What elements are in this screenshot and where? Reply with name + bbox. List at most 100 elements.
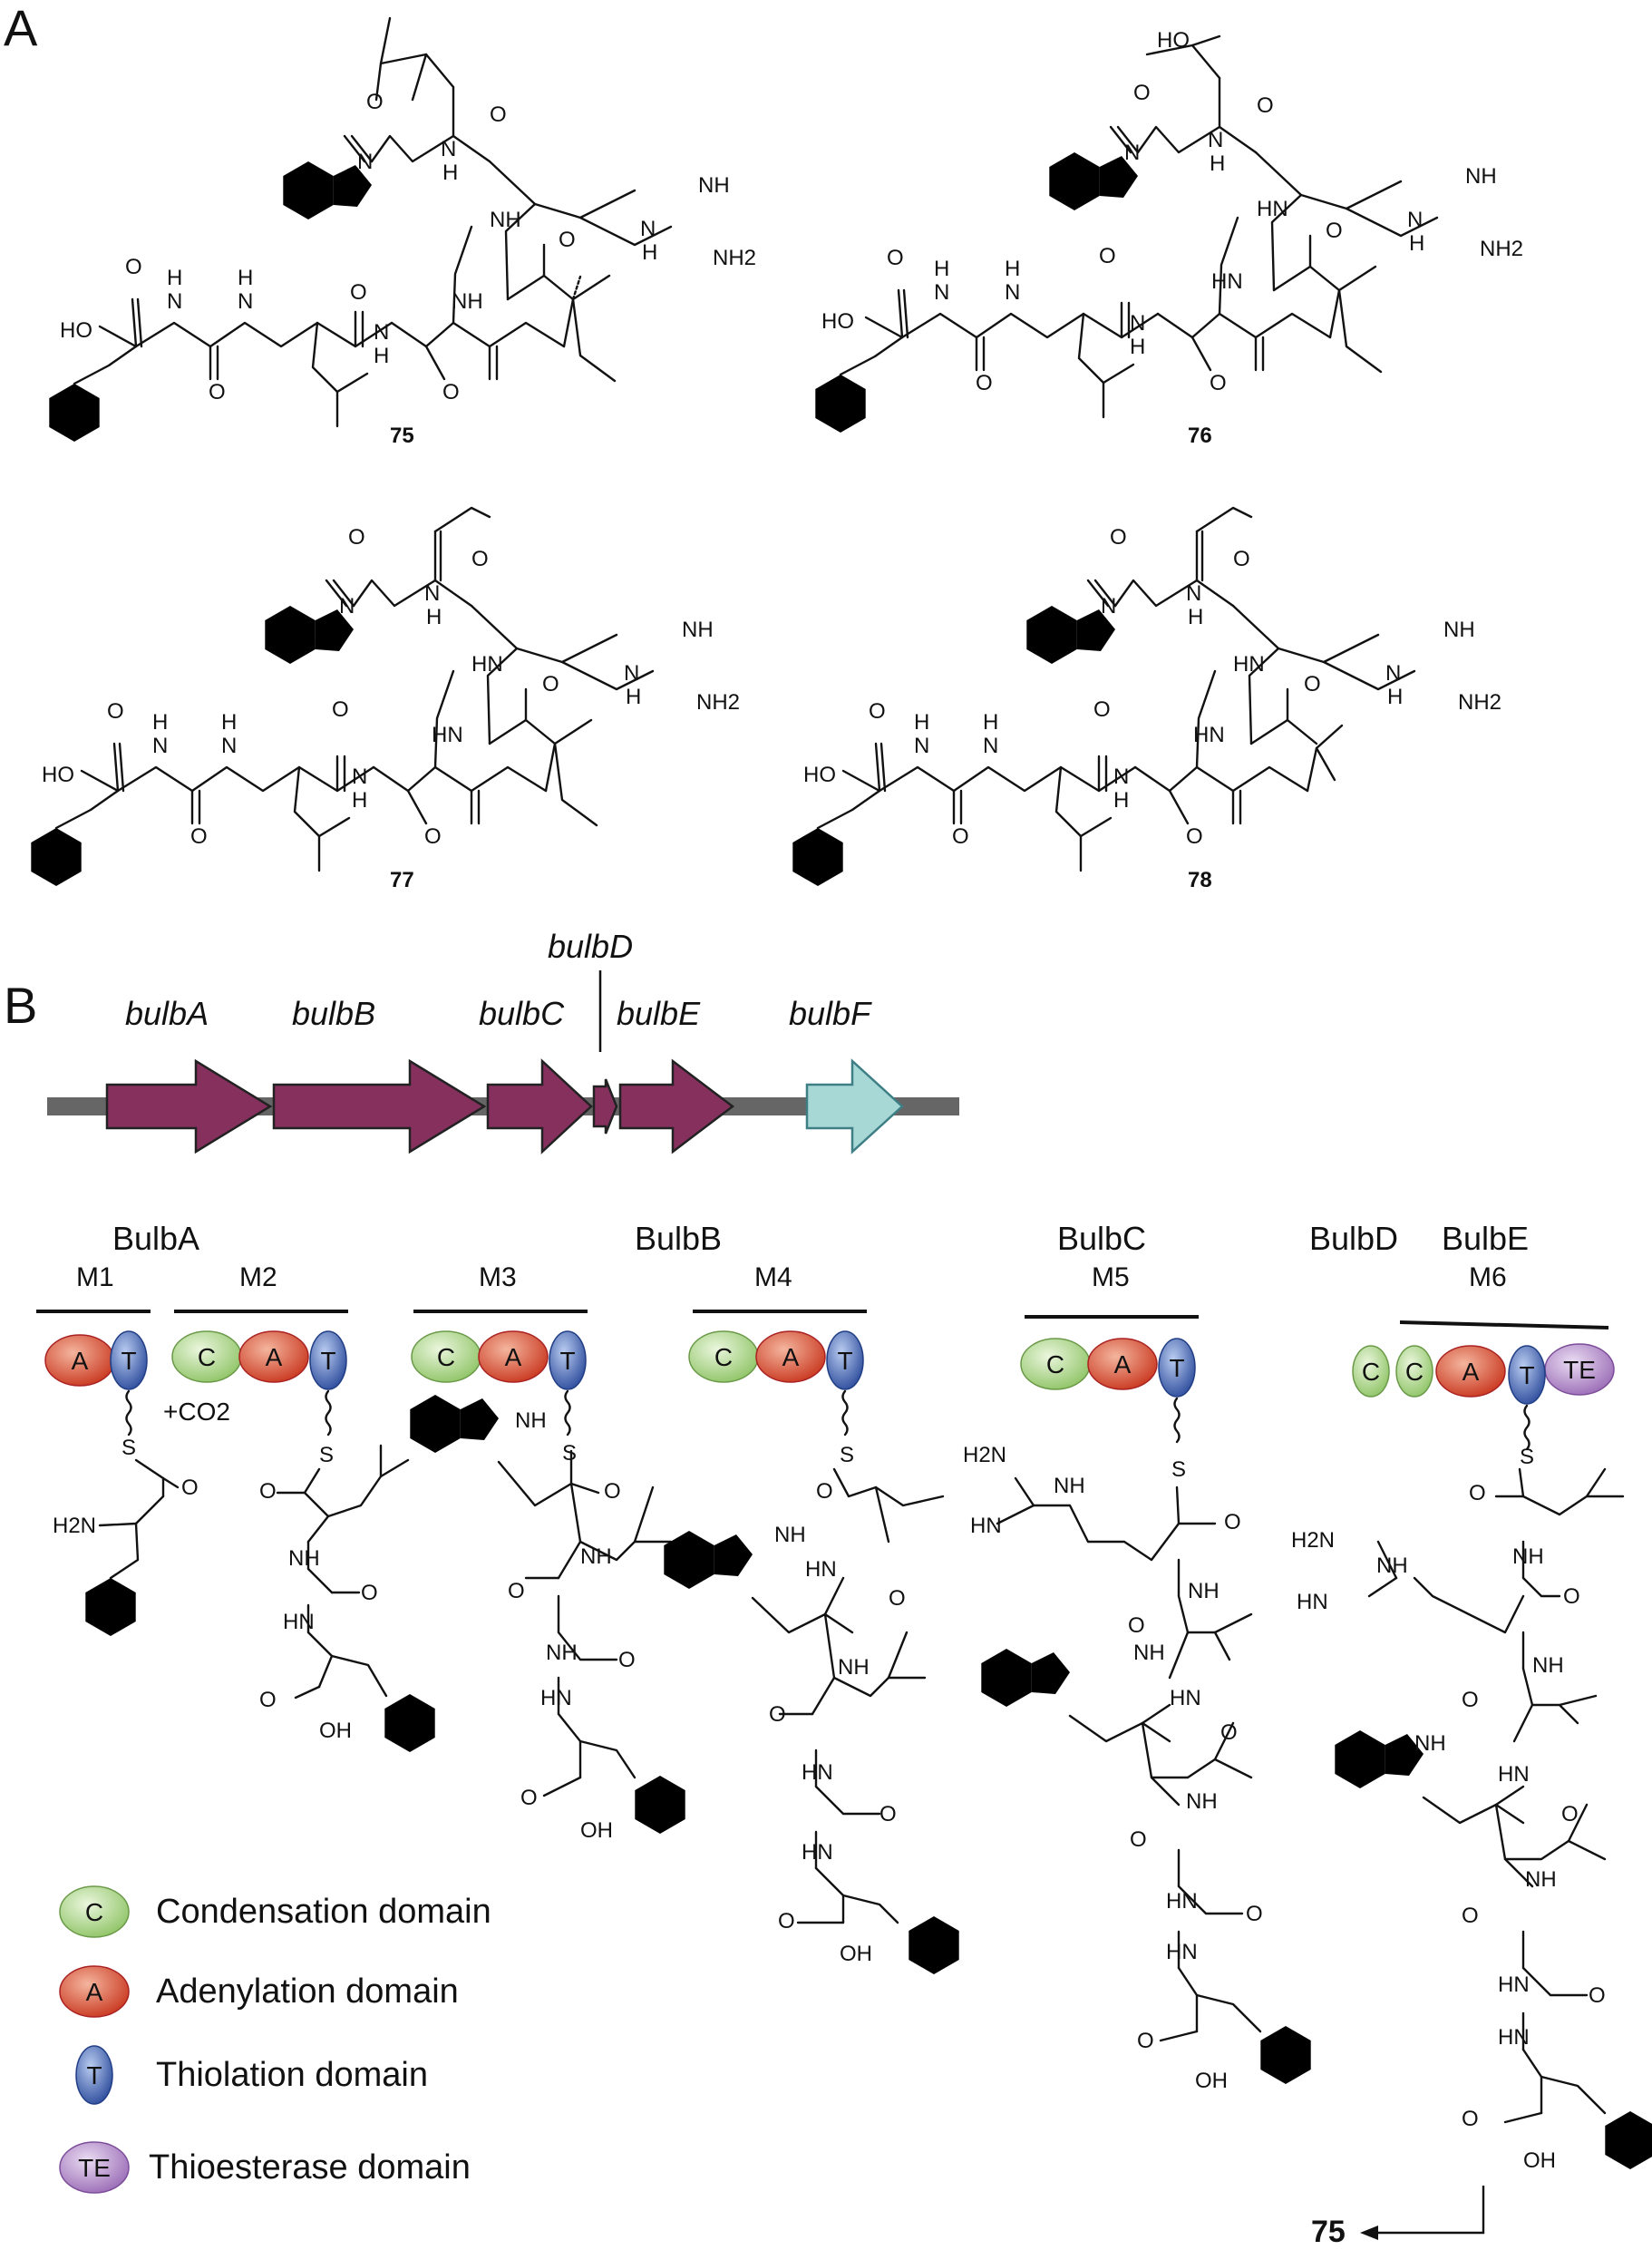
atom-label: N [152, 734, 168, 758]
atom-label: S [319, 1443, 334, 1467]
atom-label: NH [580, 1544, 612, 1569]
atom-label: HN [1211, 269, 1243, 294]
atom-label: HN [1257, 197, 1288, 221]
atom-label: O [1128, 1613, 1145, 1638]
domain-a [1435, 1345, 1506, 1398]
atom-label: HN [970, 1514, 1002, 1538]
gene-arrow-bulbA [105, 1058, 273, 1154]
atom-label: HN [802, 1840, 833, 1865]
atom-label: H [374, 344, 389, 368]
atom-label: O [1462, 2107, 1479, 2131]
atom-label: N [167, 289, 182, 314]
atom-label: HN [432, 723, 463, 747]
legend-item-condensation: C Condensation domain [59, 1885, 491, 1938]
module-label-m1: M1 [76, 1262, 114, 1292]
domain-a [238, 1330, 309, 1383]
atom-label: O [1462, 1904, 1479, 1928]
atom-label: NH [1133, 1641, 1165, 1665]
atom-label: H2N [53, 1514, 96, 1538]
atom-label: O [1137, 2029, 1154, 2053]
legend-swatch-t [75, 2045, 113, 2105]
domain-c-letter: C [1405, 1358, 1424, 1386]
atom-label: NH [698, 173, 730, 198]
compound-75-structure [49, 16, 673, 442]
atom-label: N [1208, 128, 1223, 152]
domain-a [478, 1330, 549, 1383]
atom-label: N [441, 137, 456, 161]
atom-label: NH [546, 1641, 578, 1665]
atom-label: O [1093, 697, 1111, 722]
domain-t [1158, 1338, 1196, 1398]
atom-label: O [1326, 219, 1343, 243]
gene-cluster [47, 970, 959, 1154]
gene-label-bulbA: bulbA [125, 995, 209, 1032]
atom-label: O [976, 371, 993, 395]
atom-label: NH [1414, 1731, 1446, 1756]
atom-label: O [1110, 525, 1127, 550]
atom-label: NH [490, 208, 521, 232]
legend-label-thioesterase: Thioesterase domain [149, 2148, 471, 2187]
atom-label: O [1563, 1584, 1580, 1609]
atom-label: HO [821, 309, 854, 334]
atom-label: H [1113, 788, 1129, 813]
legend-swatch-a-letter: A [86, 1978, 103, 2006]
atom-label: O [259, 1479, 277, 1504]
atom-label: NH [1532, 1653, 1564, 1678]
domain-t [110, 1330, 148, 1390]
atom-label: O [1099, 244, 1116, 268]
compound-78-structure [792, 506, 1416, 886]
gene-arrow-bulbE [618, 1058, 735, 1154]
atom-label: HO [42, 763, 74, 787]
legend-label-thiolation: Thiolation domain [156, 2056, 428, 2094]
module-bar-m6 [1399, 1320, 1609, 1330]
atom-label: HN [1233, 652, 1265, 677]
atom-label: NH2 [713, 246, 756, 270]
gene-label-bulbC: bulbC [479, 995, 565, 1032]
atom-label: O [889, 1586, 906, 1611]
atom-label: O [125, 255, 142, 279]
atom-label: O [1220, 1720, 1238, 1745]
atom-label: O [442, 380, 460, 404]
atom-label: NH [1376, 1554, 1408, 1578]
atom-label: O [618, 1648, 636, 1672]
domain-t-letter: T [559, 1347, 575, 1375]
module-label-m5: M5 [1092, 1262, 1130, 1292]
atom-label: N [1101, 594, 1116, 619]
atom-label: HN [1166, 1889, 1198, 1914]
atom-label: O [209, 380, 226, 404]
compound-78-label: 78 [1188, 868, 1212, 892]
atom-label: HN [1498, 2025, 1530, 2050]
module-label-m2: M2 [239, 1262, 277, 1292]
atom-label: NH [774, 1523, 806, 1547]
legend-swatch-te [59, 2141, 130, 2194]
domain-c [1352, 1345, 1390, 1398]
atom-label: O [1462, 1688, 1479, 1712]
atom-label: HN [1193, 723, 1225, 747]
module-m4-domains: C A T [688, 1330, 864, 1390]
atom-label: NH [515, 1408, 547, 1433]
atom-label: O [1257, 93, 1274, 118]
atom-label: N [1385, 661, 1401, 686]
atom-label: N [1407, 208, 1423, 232]
atom-label: HN [1297, 1590, 1328, 1614]
atom-label: H [1210, 151, 1225, 176]
domain-c-letter: C [198, 1343, 216, 1371]
domain-a [755, 1330, 826, 1383]
legend-swatch-te-letter: TE [78, 2154, 111, 2182]
atom-label: N [221, 734, 237, 758]
atom-label: N [640, 217, 656, 241]
atom-label: NH [1465, 164, 1497, 189]
atom-label: H2N [963, 1443, 1006, 1467]
compound-76-label: 76 [1188, 424, 1212, 448]
atom-label: HN [283, 1610, 315, 1634]
atom-label: O [490, 102, 507, 127]
atom-label: OH [840, 1942, 872, 1966]
module-bars [36, 1310, 1609, 1330]
protein-label-bulbC: BulbC [1057, 1220, 1146, 1257]
atom-label: O [1589, 1983, 1606, 2008]
panel-b-label: B [4, 977, 37, 1034]
atom-label: O [816, 1479, 833, 1504]
atom-label: H [934, 257, 949, 281]
domain-c [1395, 1345, 1433, 1398]
